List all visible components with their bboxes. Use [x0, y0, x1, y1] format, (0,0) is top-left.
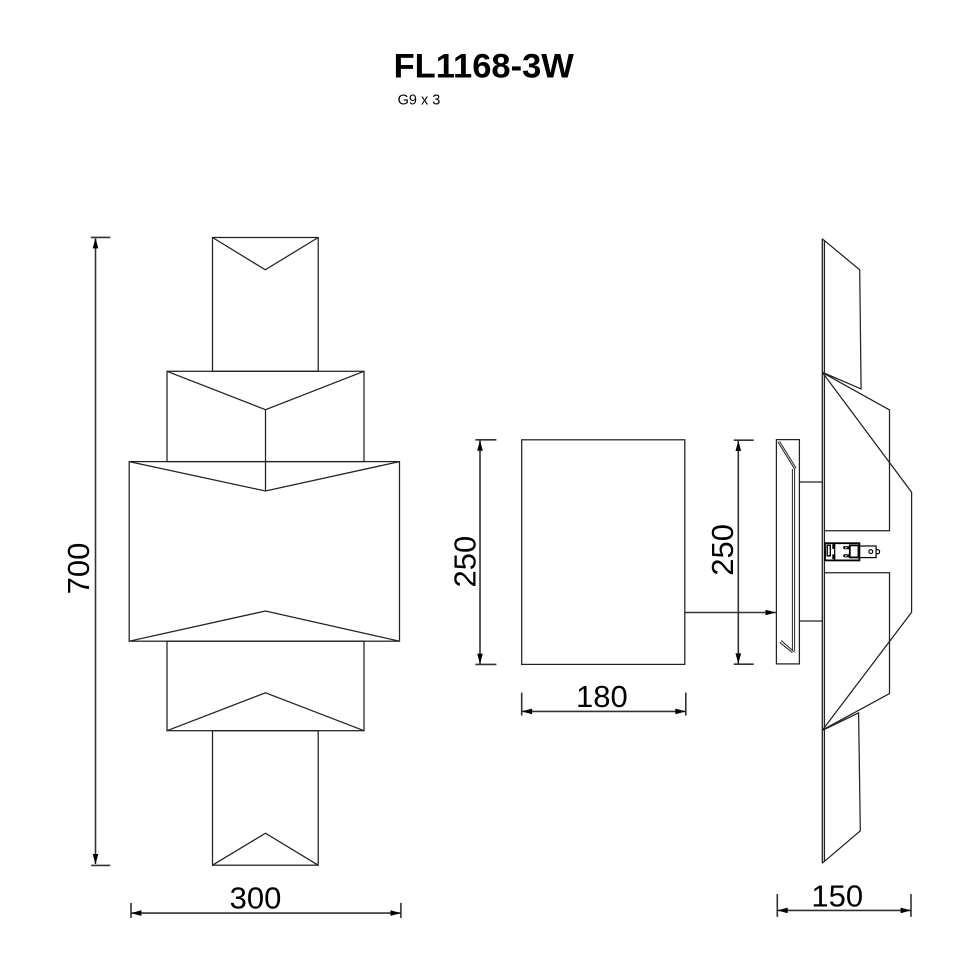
svg-text:FL1168-3W: FL1168-3W [394, 47, 575, 85]
svg-text:700: 700 [61, 543, 96, 595]
svg-text:250: 250 [448, 536, 483, 588]
svg-text:G9 x 3: G9 x 3 [398, 93, 441, 109]
svg-text:150: 150 [811, 879, 863, 914]
svg-text:300: 300 [230, 880, 282, 915]
svg-text:250: 250 [705, 524, 740, 576]
svg-text:180: 180 [576, 679, 628, 714]
